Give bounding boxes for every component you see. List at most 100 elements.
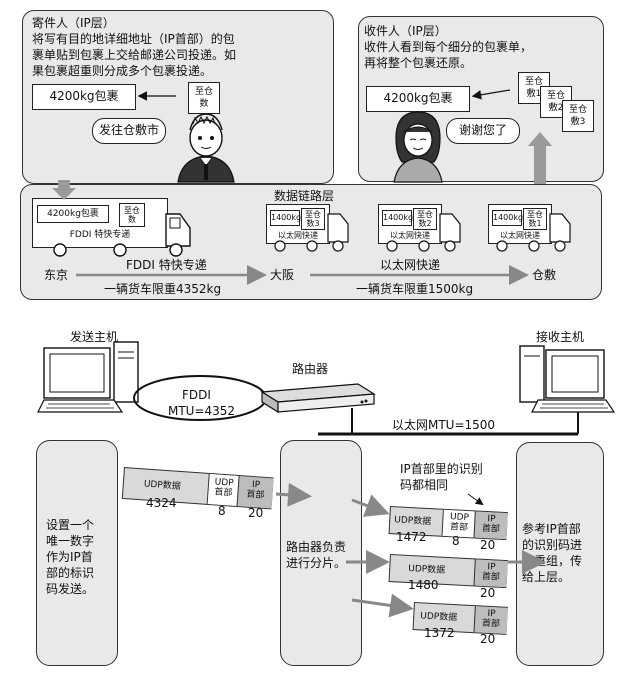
left-desc-line-1: 设置一个 xyxy=(46,518,95,532)
eth-truck-2-cargo-label: 1400kg xyxy=(383,213,414,222)
receiver-tag-2-line-1: 至仓 xyxy=(546,91,565,101)
orig-size-data: 4324 xyxy=(146,496,177,510)
fddi-truck-body: 4200kg包裹 至仓 数 FDDI 特快专递 xyxy=(32,198,168,248)
receiver-tag-3: 至仓 敷3 xyxy=(562,100,594,132)
left-host-column xyxy=(36,440,118,666)
fddi-ring xyxy=(133,375,267,421)
sender-desc-line-1: 将写有目的地详细地址（IP首部）的包 xyxy=(32,32,235,46)
receiver-title: 收件人（IP层） xyxy=(364,24,447,38)
eth-truck-2-body: 1400kg 至仓 数2 以太网快递 xyxy=(378,204,442,244)
fddi-truck-name: FDDI 特快专递 xyxy=(69,230,131,240)
fddi-truck-tag-line-2: 数 xyxy=(128,215,136,224)
frag1-size-data: 1472 xyxy=(396,530,427,544)
fddi-truck-icon xyxy=(53,213,191,257)
recv-host-label: 接收主机 xyxy=(536,330,585,344)
city-tokyo: 东京 xyxy=(44,268,69,282)
route2-limit: 一辆货车限重1500kg xyxy=(356,282,474,296)
receiver-tag-1-line-2: 敷1 xyxy=(526,89,542,99)
fddi-mtu-label: MTU=4352 xyxy=(168,404,236,418)
router-column xyxy=(280,440,362,666)
id-note-line-1: IP首部里的识别 xyxy=(400,462,483,476)
city-osaka: 大阪 xyxy=(270,268,295,282)
route2-name: 以太网快递 xyxy=(380,258,441,272)
eth-truck-1-body: 1400kg 至仓 数1 以太网快递 xyxy=(488,204,552,244)
sender-package: 4200kg包裹 xyxy=(32,84,136,110)
eth-truck-3-tag: 至仓 数3 xyxy=(301,208,325,230)
eth-truck-3-icon xyxy=(274,213,349,252)
sender-person-icon xyxy=(177,113,235,183)
left-desc-line-3: 作为IP首 xyxy=(46,550,93,564)
eth-truck-1-cargo-label: 1400kg xyxy=(493,213,524,222)
sender-desc-line-3: 果包裹超重则分成多个包裹投递。 xyxy=(32,64,213,78)
id-note-line-2: 码都相同 xyxy=(400,478,449,492)
ethernet-mtu-label: 以太网MTU=1500 xyxy=(392,418,496,432)
orig-packet-arrow xyxy=(275,482,312,507)
frag3-size-data: 1372 xyxy=(424,626,455,640)
fddi-truck-tag-line-1: 至仓 xyxy=(124,206,140,215)
eth-truck-3-name: 以太网快递 xyxy=(278,231,318,240)
eth-truck-3-cargo-label: 1400kg xyxy=(271,213,302,222)
eth-truck-2-tag: 至仓 数2 xyxy=(413,208,437,230)
eth-truck-1-icon xyxy=(496,213,571,252)
frag3-size-ip: 20 xyxy=(480,632,496,646)
sender-speech-text: 发往仓敷市 xyxy=(98,123,159,137)
orig-size-udp: 8 xyxy=(218,504,226,518)
eth-truck-1-name: 以太网快递 xyxy=(500,231,540,240)
eth-truck-3-cargo: 1400kg xyxy=(270,210,302,226)
sender-title: 寄件人（IP层） xyxy=(32,16,115,30)
fddi-truck-tag: 至仓 数 xyxy=(119,203,145,227)
router-icon xyxy=(260,383,376,414)
receiver-speech-text: 谢谢您了 xyxy=(458,123,507,137)
send-host-computer-icon xyxy=(37,341,139,413)
receiver-desc-line-1: 收件人看到每个细分的包裹单， xyxy=(364,40,533,54)
left-desc-line-2: 唯一数字 xyxy=(46,534,95,548)
frag3-arrow xyxy=(351,593,414,618)
eth-truck-2-icon xyxy=(386,213,461,252)
frag1-size-ip: 20 xyxy=(480,538,496,552)
recv-host-computer-icon xyxy=(519,345,616,413)
eth-truck-1-tag: 至仓 数1 xyxy=(523,208,547,230)
receiver-person-icon xyxy=(393,111,443,183)
receiver-package-label: 4200kg包裹 xyxy=(383,91,453,105)
sender-package-label: 4200kg包裹 xyxy=(49,89,119,103)
receiver-tag-3-line-1: 至仓 xyxy=(568,105,587,115)
sender-speech-bubble: 发往仓敷市 xyxy=(92,118,166,144)
send-host-label: 发送主机 xyxy=(70,330,119,344)
id-note-pointer xyxy=(467,493,484,506)
frag1-size-udp: 8 xyxy=(452,534,460,548)
eth-truck-2-tag-line-1: 至仓 xyxy=(417,210,433,219)
frag2-size-ip: 20 xyxy=(480,586,496,600)
frag2-size-data: 1480 xyxy=(408,578,439,592)
fddi-truck-cargo: 4200kg包裹 xyxy=(37,205,109,223)
fddi-label: FDDI xyxy=(182,388,211,402)
eth-truck-2-name: 以太网快递 xyxy=(390,231,430,240)
sender-tag: 至仓 数 xyxy=(188,82,220,114)
receiver-desc-line-2: 再将整个包裹还原。 xyxy=(364,56,473,70)
datalink-title: 数据链路层 xyxy=(274,189,335,203)
sender-tag-line-1: 至仓 xyxy=(194,87,213,97)
right-desc-line-1: 参考IP首部 xyxy=(522,522,581,536)
eth-truck-2-tag-line-2: 数2 xyxy=(418,219,432,228)
eth-truck-1-cargo: 1400kg xyxy=(492,210,524,226)
eth-truck-3-tag-line-1: 至仓 xyxy=(305,210,321,219)
sender-tag-line-2: 数 xyxy=(199,99,209,109)
fddi-truck-cargo-label: 4200kg包裹 xyxy=(47,209,99,219)
city-kurashiki: 仓敷 xyxy=(532,268,557,282)
orig-size-ip: 20 xyxy=(248,506,264,520)
receiver-tag-arrow xyxy=(471,89,511,100)
eth-truck-1-tag-line-2: 数1 xyxy=(528,219,542,228)
receiver-speech-bubble: 谢谢您了 xyxy=(446,118,520,144)
left-desc-line-5: 码发送。 xyxy=(46,582,95,596)
middle-desc-line-1: 路由器负责 xyxy=(286,540,347,554)
eth-truck-3-tag-line-2: 数3 xyxy=(306,219,320,228)
middle-desc-line-2: 进行分片。 xyxy=(286,556,347,570)
receiver-up-arrow xyxy=(528,132,552,184)
left-desc-line-4: 部的标识 xyxy=(46,566,95,580)
router-label: 路由器 xyxy=(292,362,329,376)
receiver-tag-2-line-2: 敷2 xyxy=(548,103,564,113)
sender-desc-line-2: 裹单贴到包裹上交给邮递公司投递。如 xyxy=(32,48,237,62)
right-desc-line-2: 的识别码进 xyxy=(522,538,583,552)
eth-truck-2-cargo: 1400kg xyxy=(382,210,414,226)
receiver-tag-3-line-2: 敷3 xyxy=(570,117,586,127)
